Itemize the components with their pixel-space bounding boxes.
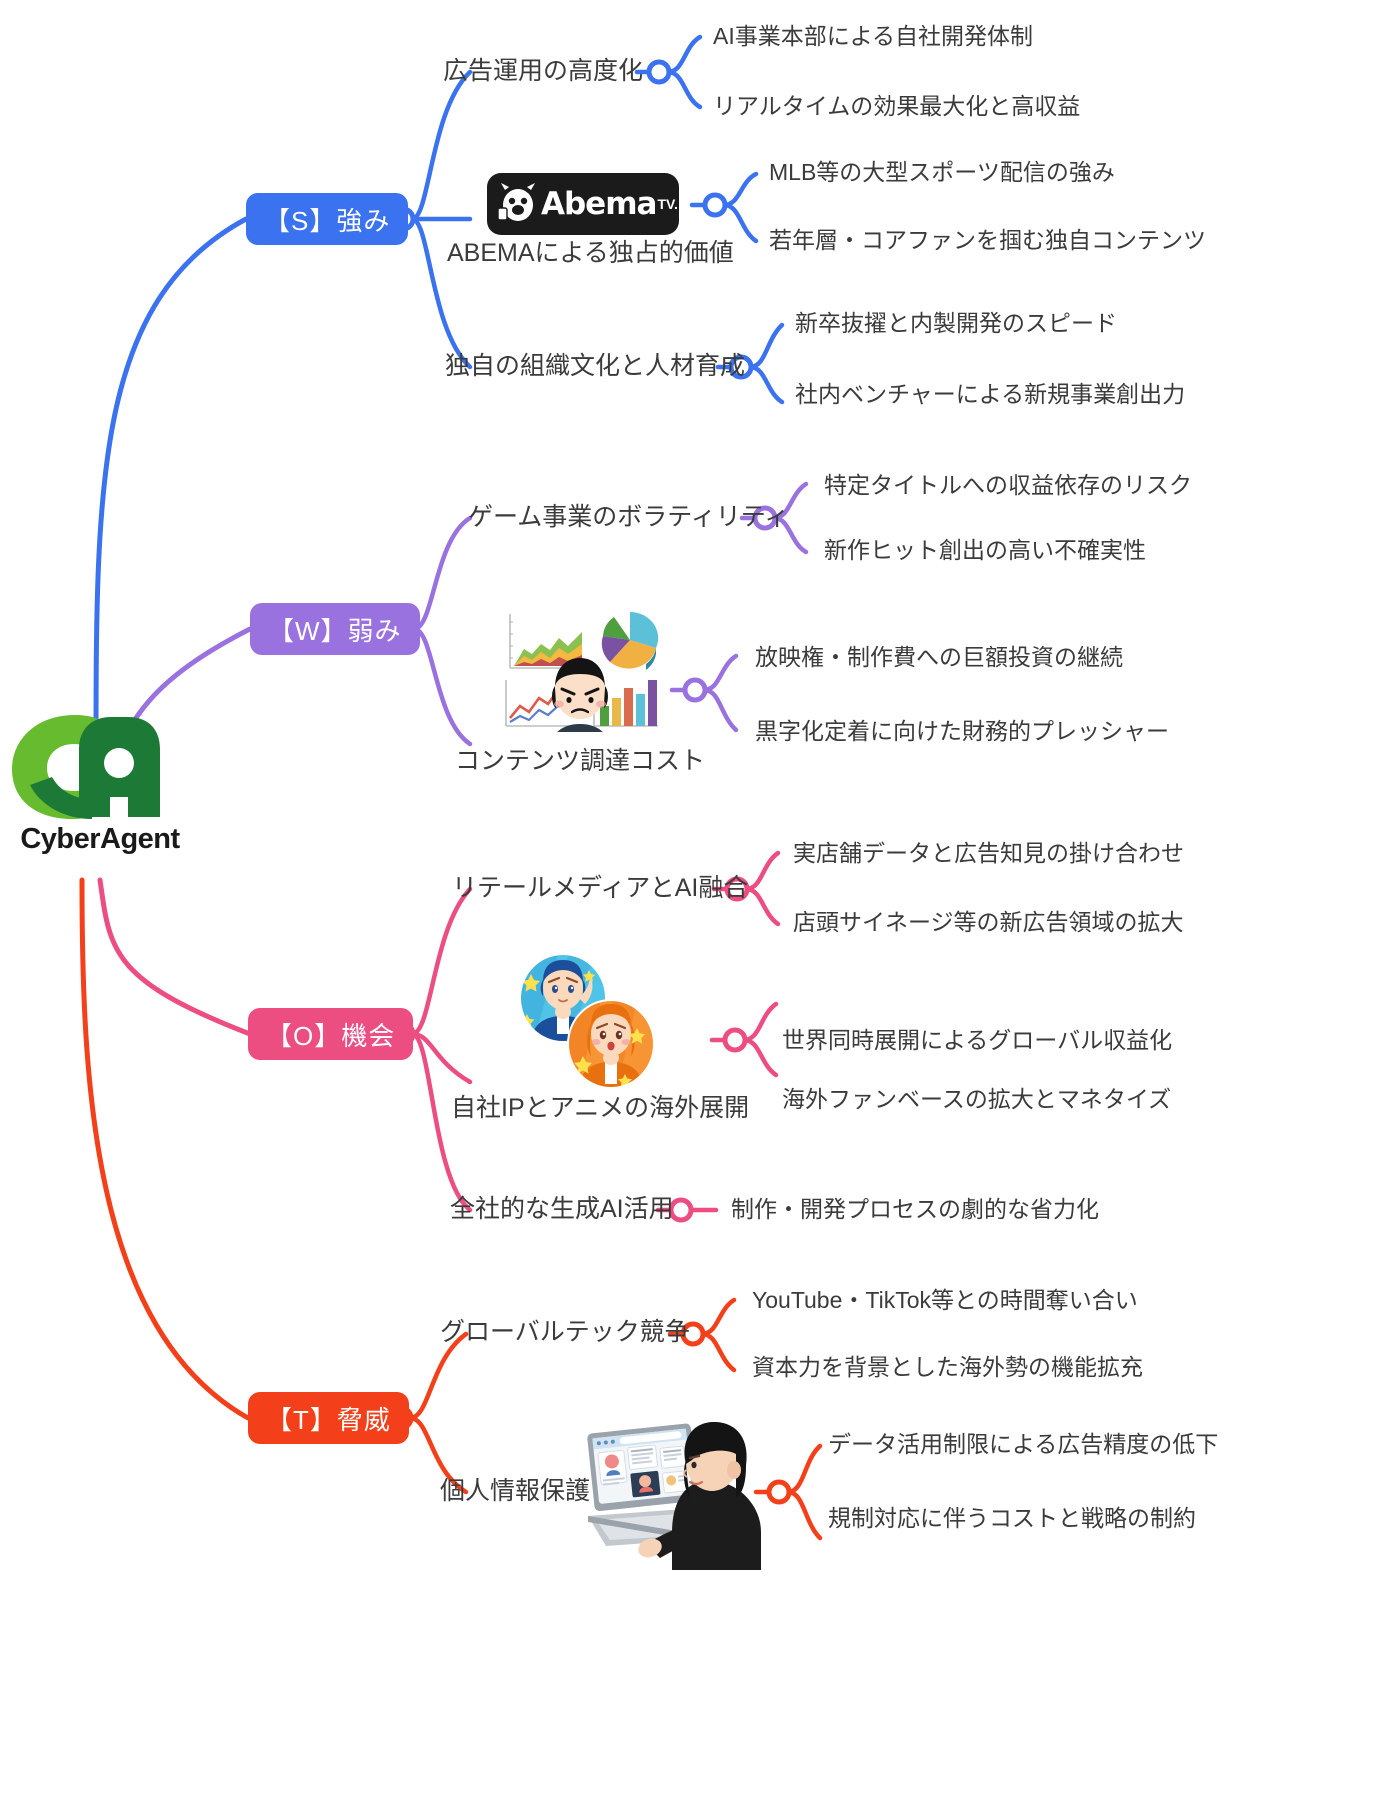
leaf-label[interactable]: 店頭サイネージ等の新広告領域の拡大	[793, 909, 1184, 935]
abema-tv-superscript: TV.	[657, 196, 678, 212]
topic-label-global-tech-competition[interactable]: グローバルテック競争	[440, 1318, 690, 1346]
leaf-label[interactable]: AI事業本部による自社開発体制	[713, 23, 1034, 49]
leaf-label[interactable]: 新卒抜擢と内製開発のスピード	[795, 310, 1117, 336]
leaf-label[interactable]: リアルタイムの効果最大化と高収益	[713, 93, 1081, 119]
leaf-label[interactable]: 若年層・コアファンを掴む独自コンテンツ	[769, 227, 1206, 253]
anime-avatars-illustration	[513, 952, 663, 1092]
laptop-user-illustration	[586, 1420, 761, 1570]
leaf-label[interactable]: 社内ベンチャーによる新規事業創出力	[795, 381, 1186, 407]
topic-label-abema-value[interactable]: ABEMAによる独占的価値	[447, 239, 734, 267]
leaf-label[interactable]: 黒字化定着に向けた財務的プレッシャー	[755, 718, 1169, 744]
topic-label-ip-anime-global[interactable]: 自社IPとアニメの海外展開	[451, 1094, 750, 1122]
leaf-label[interactable]: 世界同時展開によるグローバル収益化	[782, 1027, 1173, 1053]
leaf-label[interactable]: 制作・開発プロセスの劇的な省力化	[731, 1196, 1099, 1222]
branch-node-opportunity[interactable]: 【O】機会	[248, 1008, 414, 1060]
topic-label-ad-operations[interactable]: 広告運用の高度化	[443, 57, 644, 85]
topic-label-content-cost[interactable]: コンテンツ調達コスト	[455, 747, 706, 775]
ca-monogram-icon	[12, 715, 160, 819]
leaf-label[interactable]: 資本力を背景とした海外勢の機能拡充	[752, 1354, 1143, 1380]
branch-node-threat[interactable]: 【T】脅威	[248, 1392, 409, 1444]
leaf-label[interactable]: 海外ファンベースの拡大とマネタイズ	[782, 1086, 1172, 1112]
cyberagent-logo: CyberAgent	[0, 705, 200, 880]
leaf-label[interactable]: 規制対応に伴うコストと戦略の制約	[828, 1505, 1196, 1531]
leaf-label[interactable]: 特定タイトルへの収益依存のリスク	[824, 472, 1192, 498]
branch-node-strength[interactable]: 【S】強み	[246, 193, 409, 245]
topic-label-retail-media-ai[interactable]: リテールメディアとAI融合	[452, 874, 749, 902]
leaf-label[interactable]: MLB等の大型スポーツ配信の強み	[769, 159, 1115, 185]
topic-label-privacy-protection[interactable]: 個人情報保護	[440, 1477, 591, 1505]
topic-label-game-volatility[interactable]: ゲーム事業のボラティリティ	[468, 503, 790, 531]
analyst-charts-illustration	[496, 602, 668, 766]
leaf-label[interactable]: 放映権・制作費への巨額投資の継続	[755, 644, 1123, 670]
leaf-label[interactable]: データ活用制限による広告精度の低下	[828, 1431, 1219, 1457]
topic-label-generative-ai[interactable]: 全社的な生成AI活用	[450, 1195, 674, 1223]
branch-node-weakness[interactable]: 【W】弱み	[250, 603, 420, 655]
leaf-label[interactable]: 新作ヒット創出の高い不確実性	[824, 537, 1146, 563]
leaf-label[interactable]: YouTube・TikTok等との時間奪い合い	[752, 1287, 1138, 1313]
topic-label-culture-talent[interactable]: 独自の組織文化と人材育成	[445, 352, 746, 380]
leaf-label[interactable]: 実店舗データと広告知見の掛け合わせ	[793, 840, 1184, 866]
abema-wordmark: Abema	[541, 186, 657, 222]
abema-mascot-icon	[497, 183, 535, 221]
brand-wordmark: CyberAgent	[20, 823, 180, 855]
